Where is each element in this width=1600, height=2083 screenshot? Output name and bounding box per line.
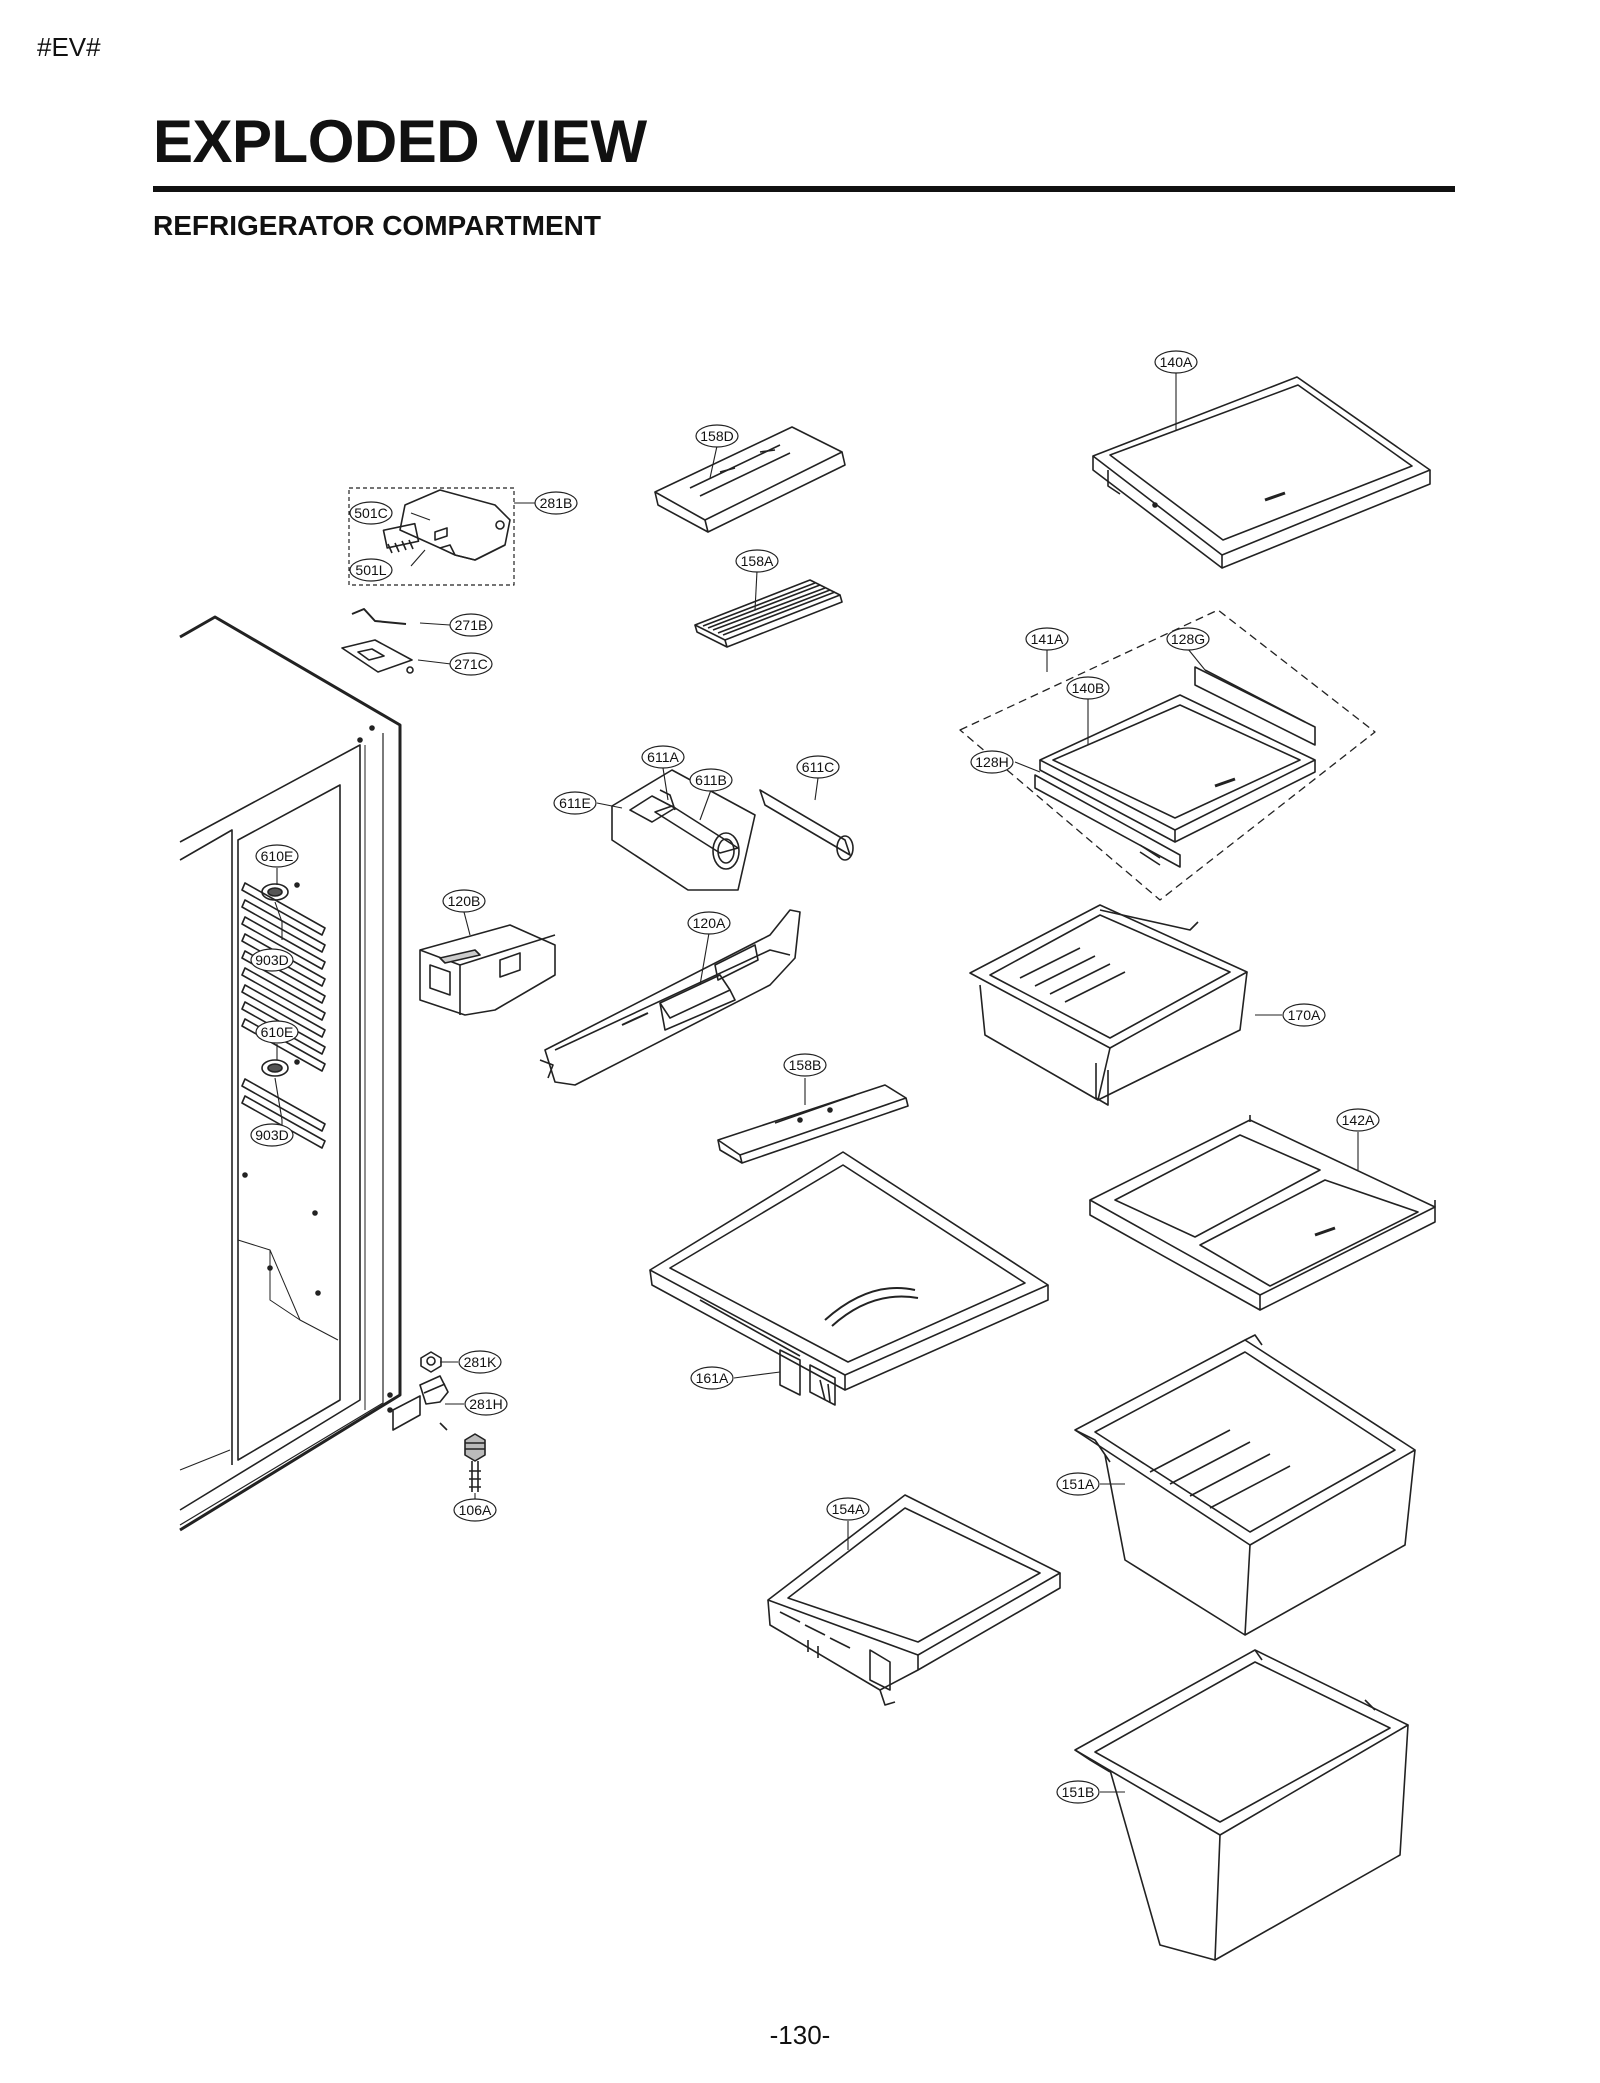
callout-140B: 140B xyxy=(1072,680,1105,696)
callout-154A: 154A xyxy=(832,1501,865,1517)
callout-281K: 281K xyxy=(464,1354,497,1370)
part-161A-shelf xyxy=(649,1151,1049,1406)
part-120A xyxy=(539,909,801,1086)
part-group-141A xyxy=(959,609,1376,901)
callout-128G: 128G xyxy=(1171,631,1205,647)
page-number: -130- xyxy=(769,2020,831,2050)
document-marker: #EV# xyxy=(37,32,101,62)
refrigerator-cabinet xyxy=(179,615,402,1532)
callout-151B: 151B xyxy=(1062,1784,1095,1800)
page-title: EXPLODED VIEW xyxy=(153,108,647,175)
callout-161A: 161A xyxy=(696,1370,729,1386)
callout-170A: 170A xyxy=(1288,1007,1321,1023)
callout-501L: 501L xyxy=(355,562,386,578)
hinge-assembly xyxy=(392,1351,486,1492)
part-151A-drawer xyxy=(1074,1334,1416,1636)
callout-128H: 128H xyxy=(975,754,1008,770)
part-140A-shelf xyxy=(1092,376,1431,569)
callout-142A: 142A xyxy=(1342,1112,1375,1128)
title-rule xyxy=(153,186,1455,192)
part-271 xyxy=(341,608,414,674)
callout-141A: 141A xyxy=(1031,631,1064,647)
callout-106A: 106A xyxy=(459,1502,492,1518)
callout-120A: 120A xyxy=(693,915,726,931)
part-group-281B xyxy=(348,487,515,586)
callout-281B: 281B xyxy=(540,495,573,511)
callout-158A: 158A xyxy=(741,553,774,569)
callout-611E: 611E xyxy=(559,795,591,811)
callout-611A: 611A xyxy=(647,749,679,765)
callout-158D: 158D xyxy=(700,428,733,444)
callout-271C: 271C xyxy=(454,656,487,672)
callout-903D-lower: 903D xyxy=(255,1127,288,1143)
part-170A-drawer xyxy=(969,904,1248,1106)
part-120B xyxy=(419,924,556,1016)
callout-501C: 501C xyxy=(354,505,387,521)
page-subtitle: REFRIGERATOR COMPARTMENT xyxy=(153,210,601,241)
callout-611B: 611B xyxy=(695,772,727,788)
callout-611C: 611C xyxy=(802,759,834,775)
callout-140A: 140A xyxy=(1160,354,1193,370)
callout-151A: 151A xyxy=(1062,1476,1095,1492)
callout-120B: 120B xyxy=(448,893,481,909)
part-151B-drawer xyxy=(1074,1649,1409,1961)
part-158A xyxy=(694,579,843,648)
callout-158B: 158B xyxy=(789,1057,822,1073)
callout-610E-upper: 610E xyxy=(261,848,294,864)
callout-903D-upper: 903D xyxy=(255,952,288,968)
callout-610E-lower: 610E xyxy=(261,1024,294,1040)
callout-281H: 281H xyxy=(469,1396,502,1412)
part-142A-shelf xyxy=(1089,1115,1436,1311)
part-154A-crisper-cover xyxy=(767,1494,1061,1706)
part-158B xyxy=(717,1084,909,1164)
part-group-611 xyxy=(611,769,854,891)
callout-ellipses xyxy=(250,350,1380,1804)
part-158D xyxy=(654,426,846,533)
callout-271B: 271B xyxy=(455,617,488,633)
